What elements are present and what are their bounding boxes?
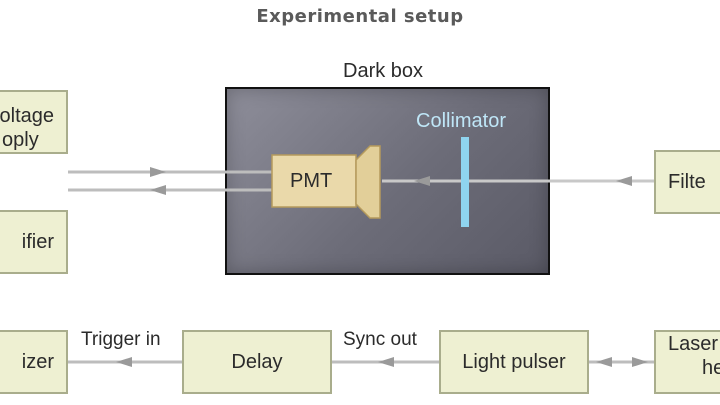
diagram-title: Experimental setup (256, 6, 464, 27)
filter-label: Filte (668, 170, 706, 193)
optical-arrowhead-outside (616, 176, 632, 186)
amplifier-label: ifier (21, 230, 54, 253)
hv-supply-line1: oltage (0, 105, 54, 127)
collimator-label: Collimator (416, 110, 507, 132)
optical-arrowhead-inside (414, 176, 430, 186)
collimator-bar (461, 137, 469, 227)
pmt-hv-arrowhead (150, 167, 166, 177)
laser-head-line2: he (702, 357, 720, 379)
light-pulser-box: Light pulser (439, 330, 589, 394)
digitizer-box: izer (0, 330, 68, 394)
delay-box: Delay (182, 330, 332, 394)
pmt-window (355, 145, 381, 219)
pulser-laser-arrowhead-right (632, 357, 648, 367)
trigger-arrowhead (116, 357, 132, 367)
laser-head-line1: Laser (668, 333, 719, 355)
digitizer-label: izer (21, 350, 54, 373)
sync-out-label: Sync out (343, 329, 417, 350)
pmt-tube (271, 145, 381, 219)
pmt-body (271, 154, 357, 208)
delay-label: Delay (231, 350, 283, 373)
optical-path-line (382, 176, 654, 186)
pulser-laser-arrowhead-left (596, 357, 612, 367)
hv-supply-line2: oply (2, 129, 39, 151)
filter-box: Filte (654, 150, 720, 214)
pmt-amplifier-arrowhead (150, 185, 166, 195)
dark-box-label: Dark box (343, 60, 424, 82)
pmt-hv-line (68, 167, 272, 177)
pulser-to-delay-line (332, 357, 439, 367)
sync-arrowhead (378, 357, 394, 367)
delay-to-digitizer-line (68, 357, 182, 367)
laser-head-box: Laser he (654, 330, 720, 394)
pmt-amplifier-line (68, 185, 272, 195)
amplifier-box: ifier (0, 210, 68, 274)
trigger-in-label: Trigger in (81, 329, 161, 350)
pmt-label: PMT (290, 170, 333, 192)
light-pulser-label: Light pulser (462, 350, 566, 373)
pulser-laser-line (589, 357, 654, 367)
high-voltage-supply-box: oltage oply (0, 90, 68, 154)
